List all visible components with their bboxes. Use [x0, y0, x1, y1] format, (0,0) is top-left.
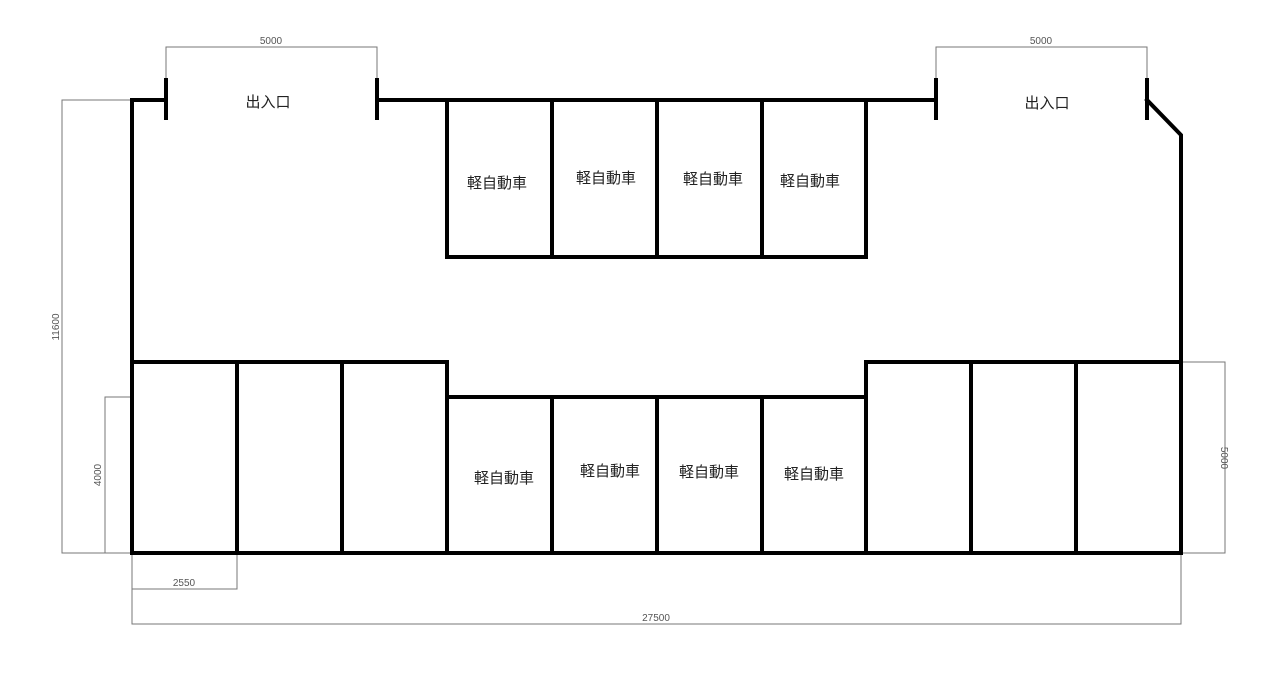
dimension-right-stall-depth: 5000 [1181, 361, 1229, 554]
dimension-total-depth: 11600 [51, 99, 132, 554]
svg-text:5000: 5000 [1218, 447, 1229, 470]
svg-text:27500: 27500 [642, 613, 670, 624]
stall-label: 軽自動車 [580, 462, 640, 480]
upper-stalls [445, 98, 868, 259]
dimension-stall-width: 2550 [131, 553, 238, 590]
dimension-total-width: 27500 [131, 553, 1182, 625]
lower-stalls [130, 360, 1183, 555]
dimension-entrance-right: 5000 [935, 36, 1148, 80]
stall-label: 軽自動車 [474, 469, 534, 487]
stall-label: 軽自動車 [576, 169, 636, 187]
svg-text:5000: 5000 [260, 36, 283, 47]
dimension-stall-depth: 4000 [93, 396, 132, 554]
svg-text:5000: 5000 [1030, 36, 1053, 47]
entrance-label-right: 出入口 [1024, 94, 1069, 112]
entrance-label-left: 出入口 [245, 93, 290, 111]
stall-label: 軽自動車 [467, 174, 527, 192]
svg-text:2550: 2550 [173, 578, 196, 589]
svg-text:4000: 4000 [93, 463, 104, 486]
stall-label: 軽自動車 [784, 465, 844, 483]
stall-label: 軽自動車 [780, 172, 840, 190]
dimension-entrance-left: 5000 [165, 36, 378, 80]
stall-label: 軽自動車 [679, 463, 739, 481]
svg-text:11600: 11600 [51, 313, 62, 341]
stall-label: 軽自動車 [683, 170, 743, 188]
